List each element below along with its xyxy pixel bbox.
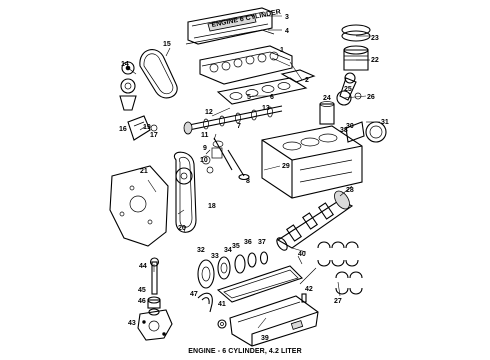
leader-lines	[127, 15, 380, 329]
callout-1: 1	[280, 47, 284, 54]
callout-32: 32	[197, 247, 205, 254]
callout-14: 14	[121, 61, 129, 68]
callout-21: 21	[140, 168, 148, 175]
callout-12: 12	[205, 109, 213, 116]
manifold-gasket	[280, 69, 316, 83]
callout-22: 22	[371, 57, 379, 64]
callout-6: 6	[270, 94, 274, 101]
callout-labels: 3 4 1 2 5 6 15 14 16 17 19 12 13 7 11 9 …	[119, 14, 389, 342]
tensioner-bracket	[127, 115, 158, 141]
callout-45: 45	[138, 287, 146, 294]
timing-chain	[139, 49, 178, 99]
callout-41: 41	[218, 301, 226, 308]
callout-16: 16	[119, 126, 127, 133]
crank-sprocket	[234, 251, 269, 274]
callout-9: 9	[203, 145, 207, 152]
callout-33: 33	[211, 253, 219, 260]
callout-47: 47	[190, 291, 198, 298]
callout-29: 29	[282, 163, 290, 170]
callout-15: 15	[163, 41, 171, 48]
callout-7: 7	[237, 123, 241, 130]
lower-chain	[173, 151, 197, 233]
callout-20: 20	[178, 225, 186, 232]
callout-43: 43	[128, 320, 136, 327]
cam-sprocket	[175, 167, 193, 185]
oil-pump	[137, 309, 173, 341]
piston	[343, 45, 369, 71]
seal-retainer	[345, 121, 365, 143]
connecting-rod	[336, 72, 362, 106]
callout-44: 44	[139, 263, 147, 270]
cylinder-liner	[319, 101, 335, 125]
head-gasket	[216, 77, 308, 105]
timing-cover	[109, 165, 169, 247]
cover-label: ENGINE 6 CYLINDER	[211, 9, 281, 29]
callout-40: 40	[298, 251, 306, 258]
valve-cover: ENGINE 6 CYLINDER	[187, 7, 281, 45]
engine-block	[261, 125, 363, 199]
crankshaft	[276, 190, 354, 251]
callout-17: 17	[150, 132, 158, 139]
callout-8: 8	[246, 178, 250, 185]
callout-26: 26	[367, 94, 375, 101]
callout-27: 27	[334, 298, 342, 305]
cover-gasket	[185, 29, 275, 45]
callout-37: 37	[258, 239, 266, 246]
oil-pump-drive	[147, 296, 161, 316]
callout-11: 11	[201, 132, 209, 139]
callout-25: 25	[344, 86, 352, 93]
drain-plug	[301, 293, 307, 303]
callout-39: 39	[261, 335, 269, 342]
callout-18: 18	[208, 203, 216, 210]
callout-46: 46	[138, 298, 146, 305]
chain-guide	[119, 78, 137, 111]
valve-assembly	[201, 137, 250, 181]
callout-13: 13	[262, 105, 270, 112]
callout-42: 42	[305, 286, 313, 293]
main-bearings	[317, 241, 363, 295]
callout-19: 19	[143, 124, 151, 131]
callout-28: 28	[346, 187, 354, 194]
piston-rings	[341, 24, 371, 42]
callout-24: 24	[323, 95, 331, 102]
oil-pickup	[197, 292, 227, 329]
damper	[197, 256, 231, 289]
camshaft	[183, 105, 283, 135]
callout-34: 34	[224, 247, 232, 254]
callout-2: 2	[305, 77, 309, 84]
callout-31: 31	[381, 119, 389, 126]
callout-4: 4	[285, 28, 289, 35]
callout-30: 30	[346, 123, 354, 130]
callout-10: 10	[200, 157, 208, 164]
callout-3: 3	[285, 14, 289, 21]
callout-35: 35	[232, 243, 240, 250]
callout-5: 5	[247, 94, 251, 101]
cylinder-head	[199, 45, 293, 85]
oil-pan	[229, 295, 319, 347]
callout-36: 36	[244, 239, 252, 246]
oil-pump-shaft	[149, 257, 160, 295]
pan-gasket	[216, 265, 304, 303]
callout-23: 23	[371, 35, 379, 42]
callout-38: 38	[340, 127, 348, 134]
diagram-caption: ENGINE - 6 CYLINDER, 4.2 LITER	[188, 348, 302, 355]
